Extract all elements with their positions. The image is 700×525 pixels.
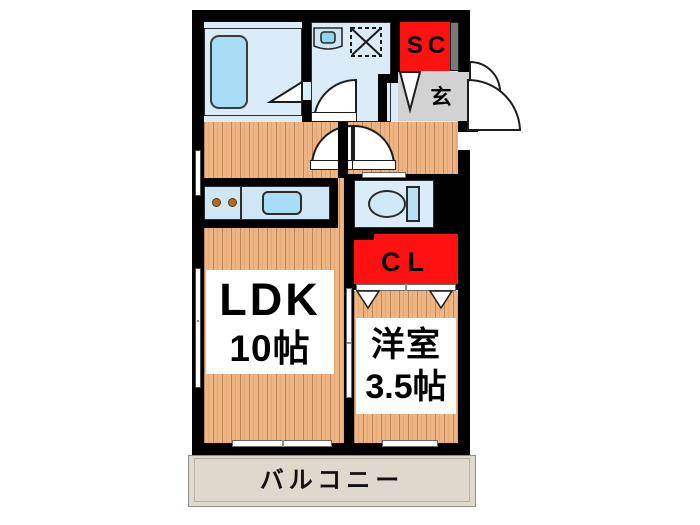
- balcony-label: バルコニー: [259, 467, 405, 494]
- closet-label: CL: [381, 246, 431, 277]
- entry-post: [450, 22, 459, 71]
- bathroom-door-icon[interactable]: [266, 80, 306, 106]
- wall-right-upper: [458, 10, 470, 62]
- entry-door-main-icon[interactable]: [466, 78, 526, 132]
- kitchen-counter-end: [330, 178, 338, 220]
- room-partition-mullion: [347, 342, 351, 344]
- closet: [354, 240, 458, 284]
- balcony: [188, 455, 476, 507]
- wall-bath-lower: [302, 100, 311, 122]
- washbasin-counter-icon: [313, 27, 343, 50]
- bedroom-label-block: 洋室 3.5帖: [356, 318, 456, 414]
- shoe-closet: [400, 22, 457, 71]
- toilet-door[interactable]: [362, 172, 406, 178]
- bedroom-balcony-door[interactable]: [382, 440, 438, 447]
- ldk-label-size: 10帖: [229, 328, 311, 369]
- ldk-window-lower: [195, 268, 201, 388]
- ldk-balcony-door-mullion: [282, 440, 284, 447]
- bedroom-door-panel[interactable]: [352, 160, 396, 170]
- wall-washroom-right2: [378, 74, 387, 122]
- ldk-label-block: LDK 10帖: [206, 270, 334, 374]
- washroom-door-panel[interactable]: [311, 112, 357, 122]
- kitchen-counter-base: [204, 220, 338, 228]
- closet-door-mullion: [405, 284, 407, 291]
- washing-machine-icon: [350, 27, 382, 57]
- wall-left: [192, 10, 204, 455]
- entrance-step-icon: [398, 71, 422, 114]
- wall-washroom-right: [391, 22, 400, 82]
- shoe-closet-label: SC: [406, 32, 451, 59]
- bathtub-icon: [210, 35, 248, 109]
- balcony-inner-edge: [194, 458, 470, 502]
- bedroom-label-name: 洋室: [371, 326, 441, 364]
- closet-door-swing-left-icon: [355, 290, 381, 310]
- stove-icon: [212, 198, 221, 207]
- toilet-tank-icon: [406, 186, 420, 222]
- wall-entrance-top: [458, 62, 478, 72]
- kitchen-counter-wall: [204, 178, 338, 186]
- closet-notch: [374, 234, 458, 242]
- stove-icon-2: [228, 198, 237, 207]
- entrance-label: 玄: [430, 85, 452, 109]
- closet-door-swing-right-icon: [428, 290, 454, 310]
- wall-washroom-step: [378, 74, 400, 83]
- ldk-label-name: LDK: [219, 274, 321, 325]
- bedroom-label-size: 3.5帖: [365, 368, 447, 406]
- wall-center-upper: [338, 122, 348, 178]
- toilet-icon: [368, 190, 406, 218]
- wall-top: [192, 10, 470, 22]
- sink-icon: [262, 191, 302, 215]
- ldk-window-upper: [195, 150, 201, 196]
- ldk-window-mullion: [197, 320, 199, 322]
- wall-bath-divider: [302, 22, 311, 82]
- wall-right-lower: [458, 150, 470, 455]
- kitchen-divider: [240, 186, 242, 220]
